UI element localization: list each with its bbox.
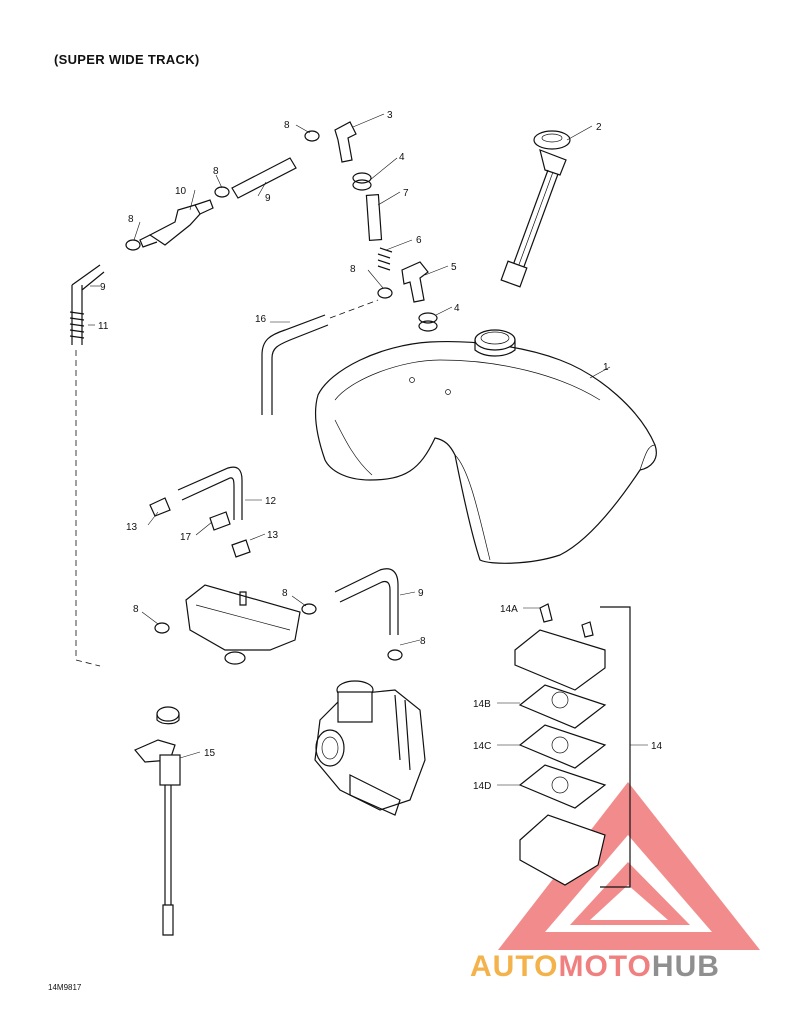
diagram-title: (SUPER WIDE TRACK) bbox=[54, 52, 200, 67]
callout-8: 8 bbox=[350, 264, 356, 275]
callout-8: 8 bbox=[128, 214, 134, 225]
leader-lines bbox=[88, 113, 648, 786]
callout-8: 8 bbox=[284, 120, 290, 131]
watermark-logo: AUTOMOTOHUB bbox=[470, 950, 720, 984]
hose-9-lower bbox=[334, 568, 399, 635]
spring-6 bbox=[377, 247, 393, 271]
callout-14b: 14B bbox=[473, 699, 491, 710]
pump-repair-kit bbox=[514, 603, 631, 888]
callout-15: 15 bbox=[204, 748, 216, 759]
clip-17 bbox=[209, 511, 231, 531]
logo-part-auto: AUTO bbox=[470, 950, 559, 983]
callout-14d: 14D bbox=[473, 781, 491, 792]
callout-7: 7 bbox=[403, 188, 409, 199]
callout-13: 13 bbox=[267, 530, 279, 541]
fitting-elbow-5 bbox=[401, 261, 429, 303]
callout-6: 6 bbox=[416, 235, 422, 246]
callout-8: 8 bbox=[282, 588, 288, 599]
callout-9: 9 bbox=[100, 282, 106, 293]
logo-part-moto: MOTO bbox=[558, 950, 652, 983]
hose-12 bbox=[177, 466, 243, 520]
logo-part-hub: HUB bbox=[651, 950, 720, 983]
callout-16: 16 bbox=[255, 314, 267, 325]
callout-3: 3 bbox=[387, 110, 393, 121]
callout-8: 8 bbox=[420, 636, 426, 647]
callout-8: 8 bbox=[133, 604, 139, 615]
callout-9: 9 bbox=[418, 588, 424, 599]
grommet-upper bbox=[352, 172, 372, 191]
watermark-triangle bbox=[498, 782, 760, 950]
callout-labels: 1 2 3 4 4 5 6 7 8 8 8 8 8 8 8 9 9 9 10 1… bbox=[98, 110, 663, 792]
callout-14a: 14A bbox=[500, 604, 518, 615]
hose-16 bbox=[261, 314, 329, 415]
callout-14c: 14C bbox=[473, 741, 491, 752]
hose-11 bbox=[69, 264, 105, 345]
callout-13: 13 bbox=[126, 522, 138, 533]
carburetor bbox=[314, 680, 426, 816]
callout-4: 4 bbox=[399, 152, 405, 163]
fuel-pump-body bbox=[185, 584, 301, 665]
fitting-elbow-3 bbox=[334, 121, 357, 163]
clip-13 bbox=[149, 497, 251, 558]
routing-line-left bbox=[75, 350, 101, 667]
callout-11: 11 bbox=[98, 321, 109, 332]
callout-17: 17 bbox=[180, 532, 192, 543]
fuel-gauge bbox=[500, 130, 571, 288]
callout-10: 10 bbox=[175, 186, 187, 197]
clamp-8 bbox=[125, 130, 403, 661]
hose-9-upper bbox=[231, 157, 297, 199]
callout-12: 12 bbox=[265, 496, 277, 507]
callout-8: 8 bbox=[213, 166, 219, 177]
routing-line-16 bbox=[329, 299, 379, 319]
callout-9: 9 bbox=[265, 193, 271, 204]
fuel-tank bbox=[314, 329, 657, 564]
tube-7 bbox=[365, 193, 383, 242]
callout-5: 5 bbox=[451, 262, 457, 273]
callout-2: 2 bbox=[596, 122, 602, 133]
callout-14: 14 bbox=[651, 741, 663, 752]
primer-15 bbox=[134, 706, 181, 936]
fuel-filter-10 bbox=[139, 199, 214, 248]
grommet-lower bbox=[418, 312, 438, 332]
callout-1: 1 bbox=[603, 362, 609, 373]
figure-code: 14M9817 bbox=[48, 983, 82, 992]
callout-4: 4 bbox=[454, 303, 460, 314]
